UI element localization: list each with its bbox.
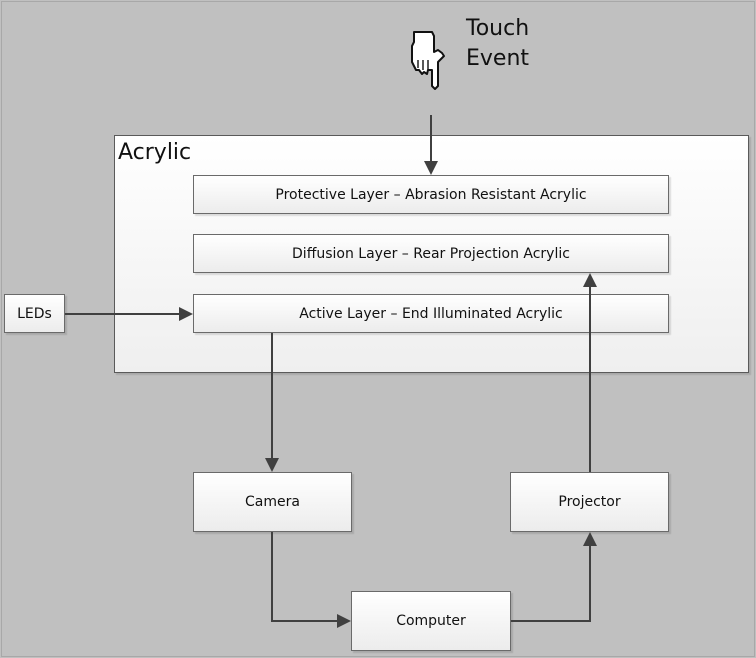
touch-event-line1: Touch <box>466 16 530 41</box>
camera-box[interactable]: Camera <box>193 472 352 532</box>
diffusion-layer-label: Diffusion Layer – Rear Projection Acryli… <box>292 245 570 262</box>
computer-box[interactable]: Computer <box>351 591 511 651</box>
protective-layer-box[interactable]: Protective Layer – Abrasion Resistant Ac… <box>193 175 669 214</box>
computer-label: Computer <box>396 613 466 629</box>
active-layer-label: Active Layer – End Illuminated Acrylic <box>299 305 563 322</box>
acrylic-title: Acrylic <box>118 140 192 165</box>
arrowhead-active <box>179 307 193 321</box>
projector-label: Projector <box>558 494 621 510</box>
computer-to-projector-line <box>511 545 591 622</box>
leds-box[interactable]: LEDs <box>4 294 65 333</box>
touch-event-line2: Event <box>466 46 530 71</box>
arrowhead-protective <box>424 161 438 175</box>
camera-label: Camera <box>245 494 300 510</box>
camera-to-computer-line <box>271 532 339 622</box>
leds-label: LEDs <box>17 305 52 322</box>
arrowhead-projector <box>583 532 597 546</box>
pointing-hand-icon <box>411 31 445 90</box>
diffusion-layer-box[interactable]: Diffusion Layer – Rear Projection Acryli… <box>193 234 669 273</box>
arrowhead-camera <box>265 458 279 472</box>
arrowhead-computer <box>337 614 351 628</box>
arrowhead-diffusion <box>583 273 597 287</box>
protective-layer-label: Protective Layer – Abrasion Resistant Ac… <box>275 186 587 203</box>
touch-event-label: Touch Event <box>466 14 529 74</box>
projector-box[interactable]: Projector <box>510 472 669 532</box>
